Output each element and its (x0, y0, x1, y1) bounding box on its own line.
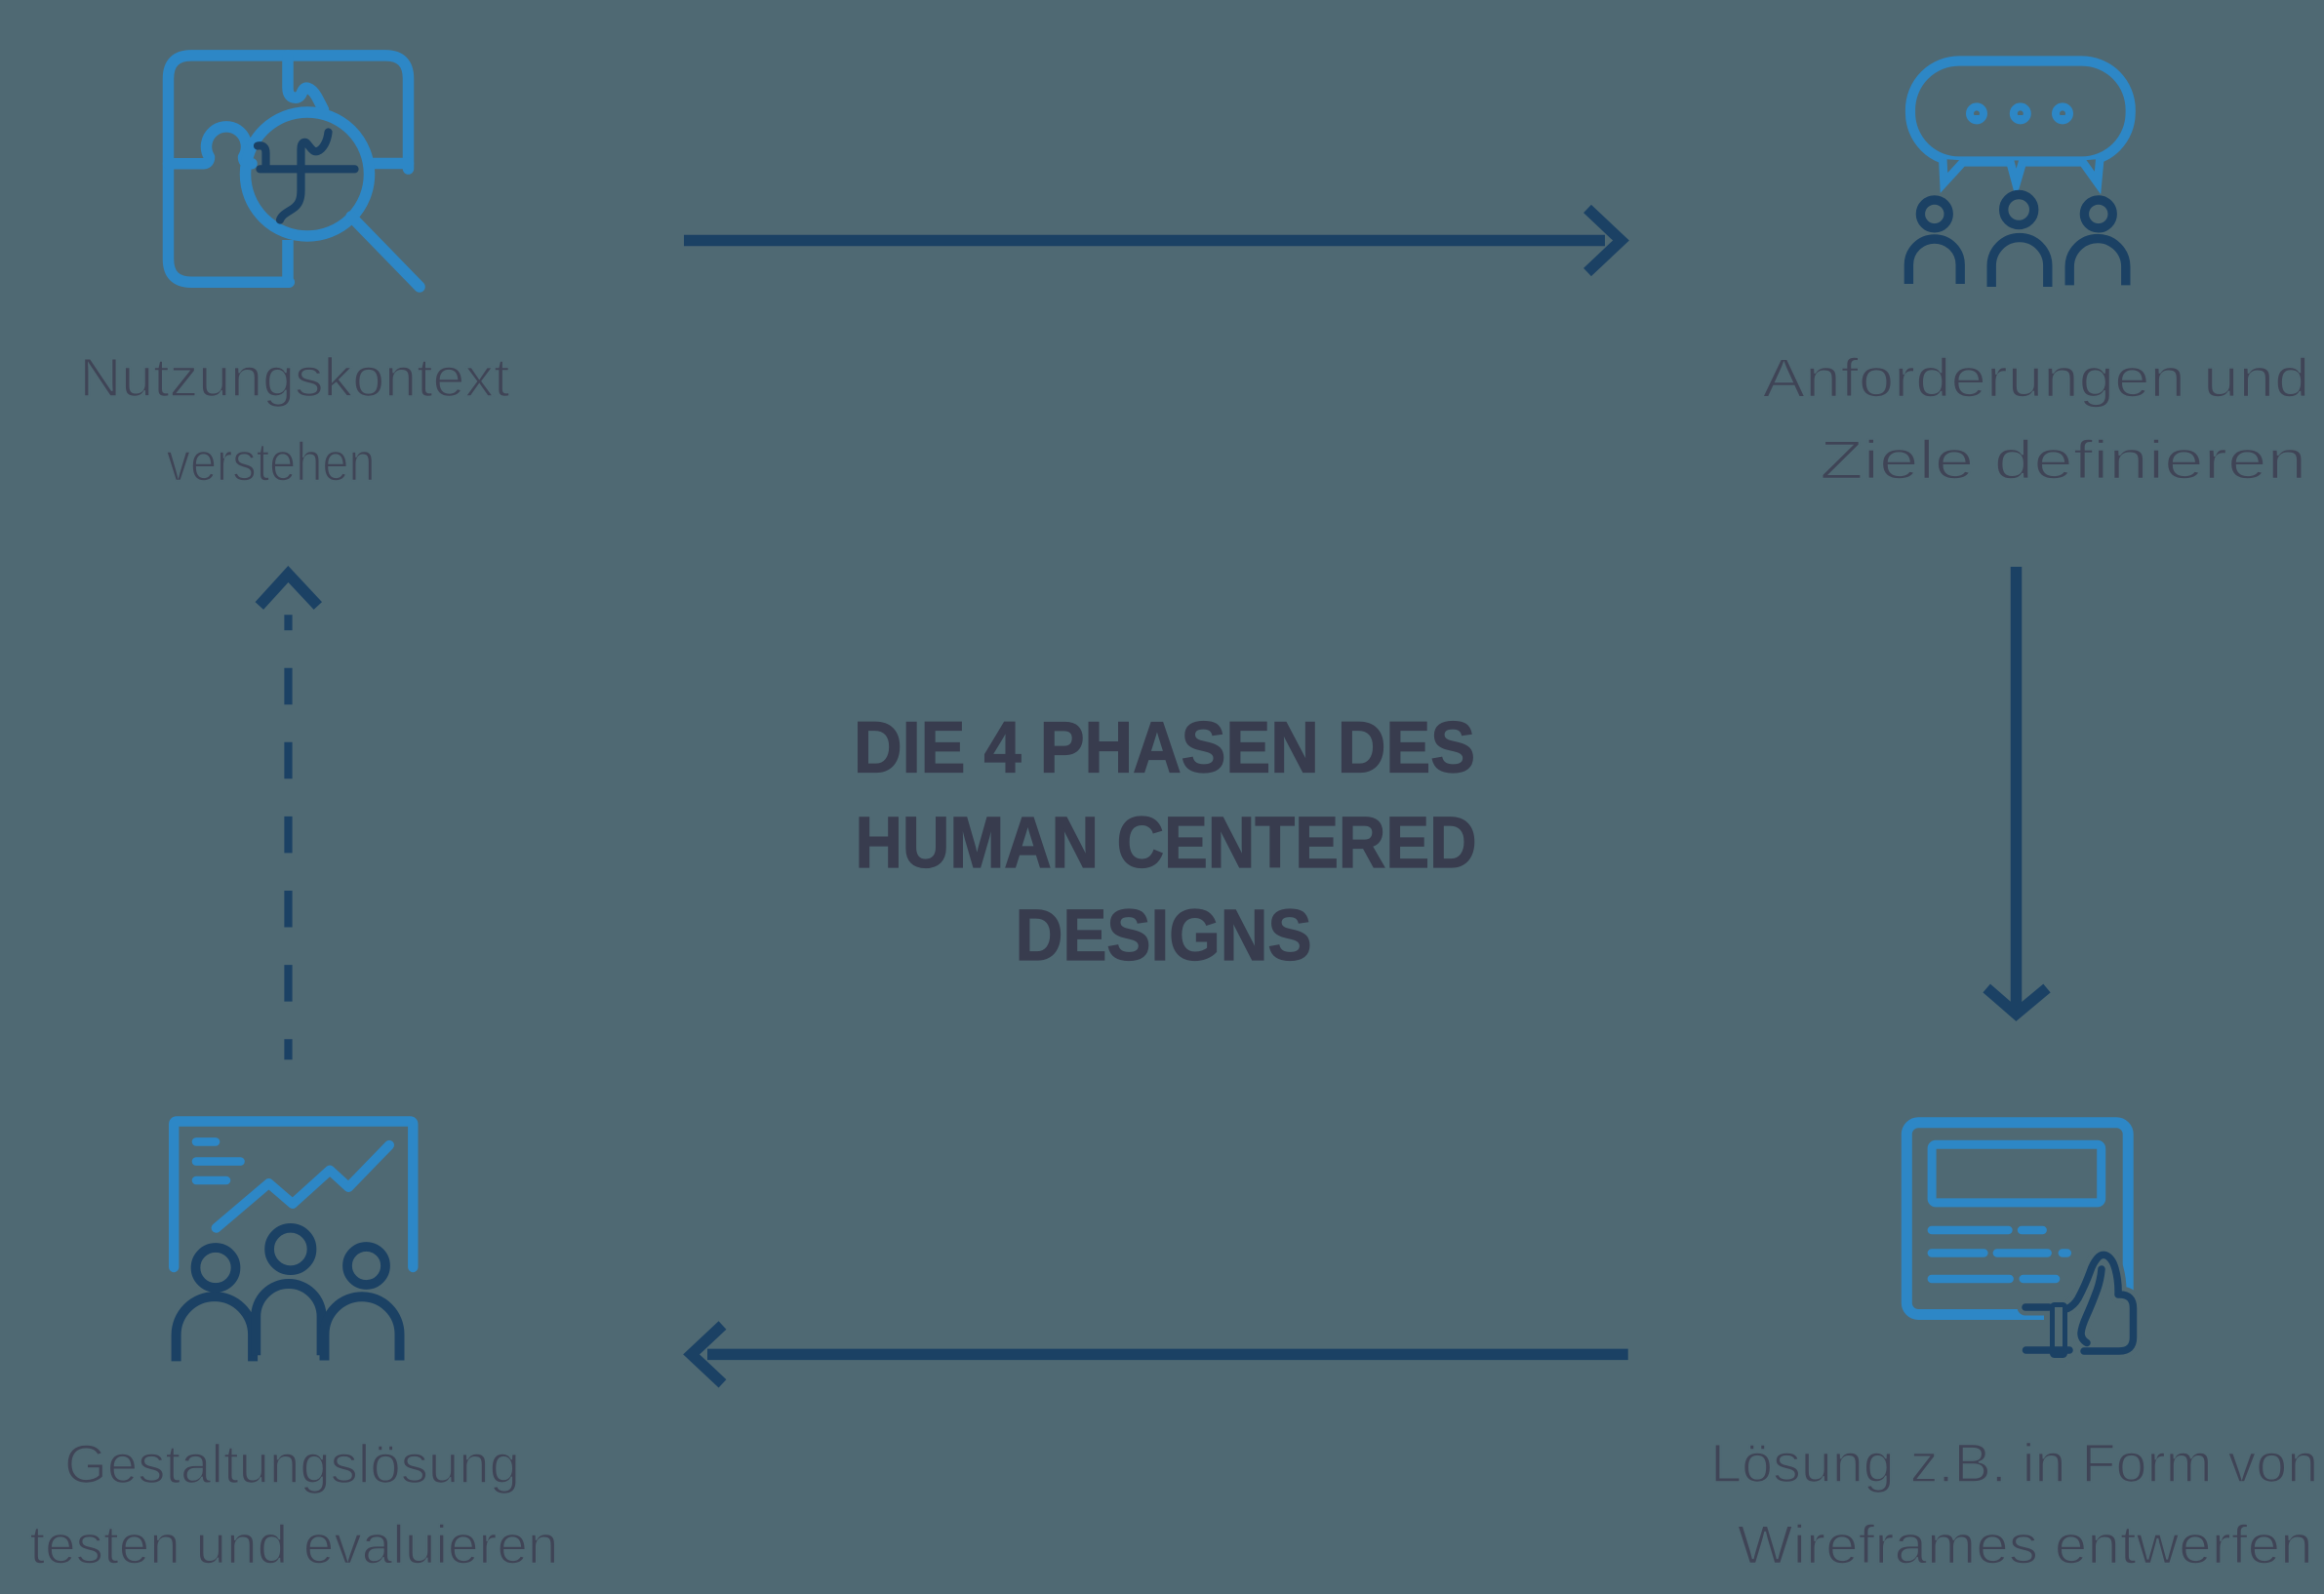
svg-text:testen und evaluieren: testen und evaluieren (29, 1513, 558, 1574)
svg-text:Lösung z.B. in Form von: Lösung z.B. in Form von (1710, 1432, 2318, 1494)
svg-text:Wireframes entwerfen: Wireframes entwerfen (1738, 1513, 2313, 1574)
svg-text:Gestaltungslösung: Gestaltungslösung (64, 1433, 520, 1494)
svg-text:Ziele definieren: Ziele definieren (1820, 429, 2306, 491)
svg-text:Nutzungskontext: Nutzungskontext (80, 346, 510, 408)
svg-text:DIE 4 PHASEN DES: DIE 4 PHASEN DES (854, 707, 1475, 788)
svg-text:DESIGNS: DESIGNS (1016, 895, 1312, 976)
svg-text:verstehen: verstehen (167, 430, 376, 492)
svg-text:HUMAN CENTERED: HUMAN CENTERED (856, 802, 1477, 883)
svg-text:Anforderungen und: Anforderungen und (1763, 346, 2310, 408)
